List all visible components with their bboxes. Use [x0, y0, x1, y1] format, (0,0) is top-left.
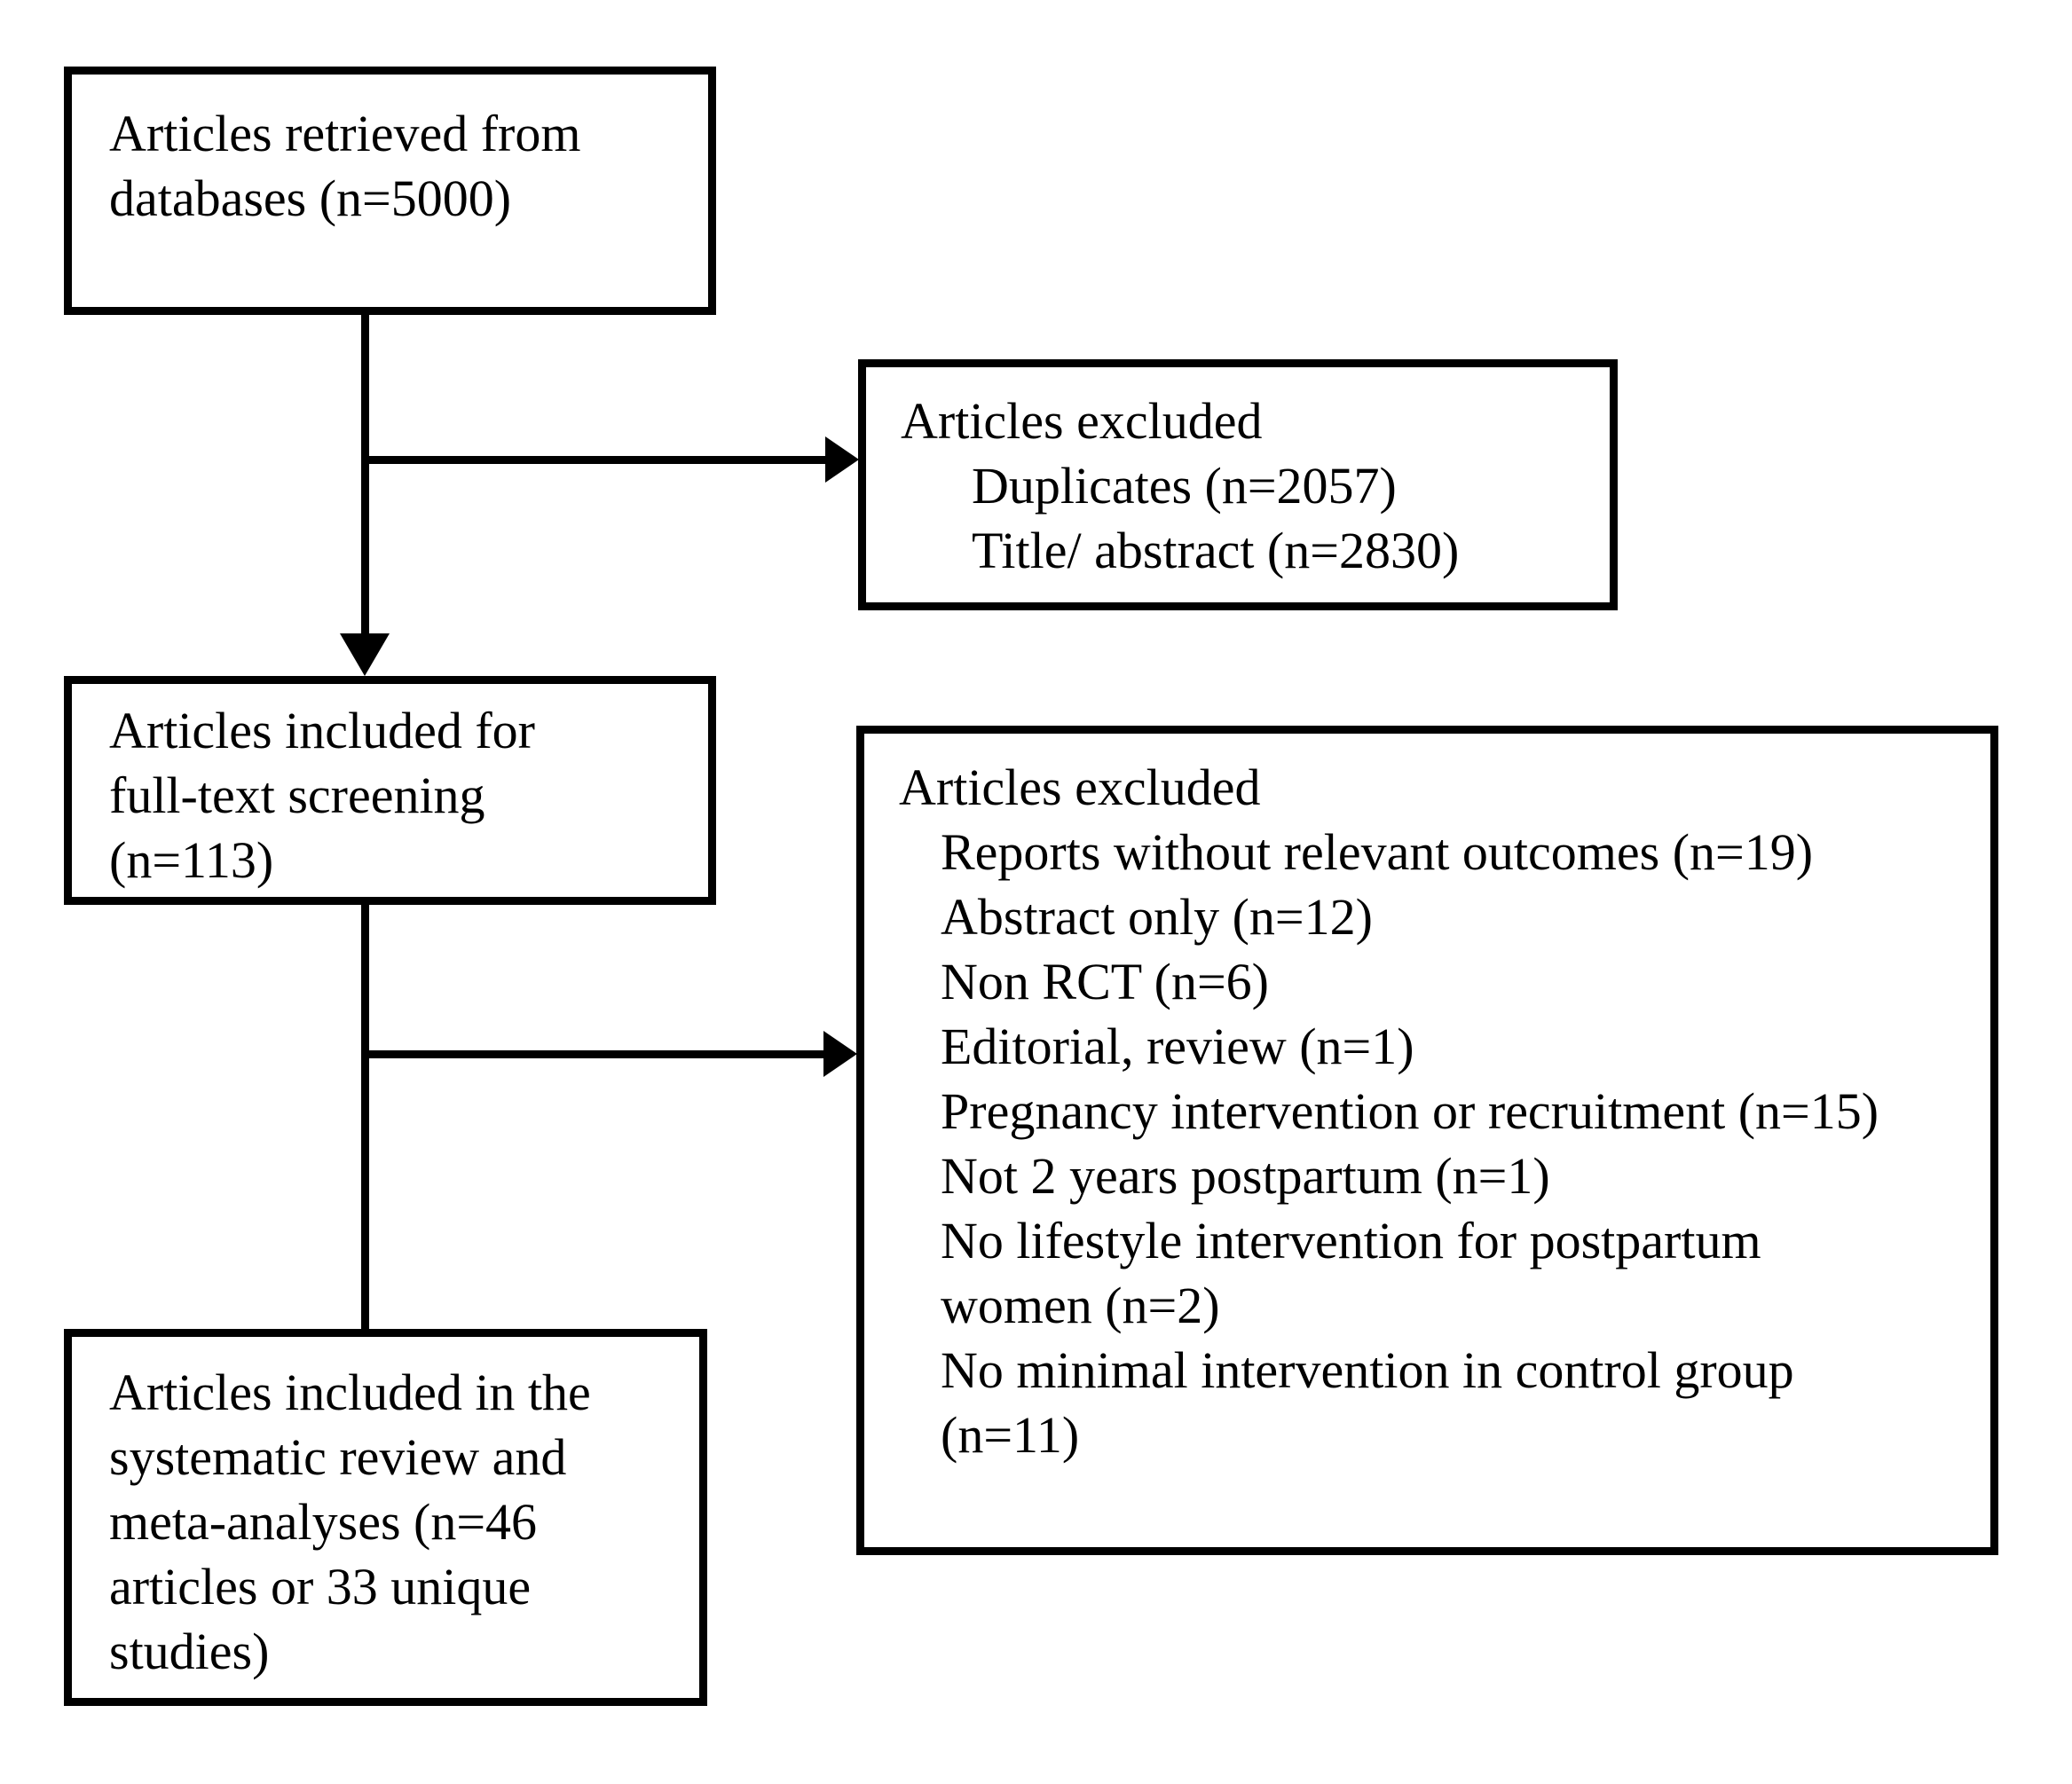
excluded-fulltext-item: No lifestyle intervention for postpartum…	[941, 1212, 1761, 1334]
excluded-fulltext-title: Articles excluded	[899, 758, 1261, 816]
excluded-fulltext-item: Not 2 years postpartum (n=1)	[941, 1147, 1550, 1205]
box-articles-fulltext-text: Articles included for full-text screenin…	[109, 702, 535, 889]
excluded-screening-item: Duplicates (n=2057)	[972, 457, 1397, 515]
box-articles-included-review: Articles included in the systematic revi…	[64, 1329, 707, 1706]
excluded-screening-item: Title/ abstract (n=2830)	[972, 522, 1460, 579]
excluded-fulltext-item: Reports without relevant outcomes (n=19)	[941, 823, 1814, 881]
connector-to-excluded-screening	[365, 456, 828, 464]
box-articles-excluded-fulltext: Articles excluded Reports without releva…	[856, 726, 1998, 1555]
arrowhead-right-into-excluded-screening	[825, 436, 859, 483]
excluded-fulltext-item: No minimal intervention in control group…	[941, 1341, 1794, 1464]
connector-retrieved-to-fulltext	[361, 312, 369, 635]
connector-fulltext-to-included	[361, 905, 369, 1329]
connector-to-excluded-fulltext	[365, 1050, 825, 1058]
box-articles-fulltext-screening: Articles included for full-text screenin…	[64, 676, 716, 905]
box-articles-included-text: Articles included in the systematic revi…	[109, 1364, 591, 1680]
excluded-fulltext-item: Pregnancy intervention or recruitment (n…	[941, 1082, 1879, 1140]
excluded-screening-title: Articles excluded	[901, 392, 1263, 450]
excluded-fulltext-item: Editorial, review (n=1)	[941, 1018, 1414, 1075]
box-articles-excluded-screening: Articles excluded Duplicates (n=2057) Ti…	[858, 359, 1618, 610]
arrowhead-right-into-excluded-fulltext	[823, 1031, 857, 1077]
arrowhead-down-into-fulltext	[340, 633, 390, 676]
excluded-fulltext-item: Non RCT (n=6)	[941, 953, 1269, 1010]
excluded-fulltext-item: Abstract only (n=12)	[941, 888, 1373, 946]
box-articles-retrieved-text: Articles retrieved from databases (n=500…	[109, 105, 581, 227]
box-articles-retrieved: Articles retrieved from databases (n=500…	[64, 67, 716, 315]
